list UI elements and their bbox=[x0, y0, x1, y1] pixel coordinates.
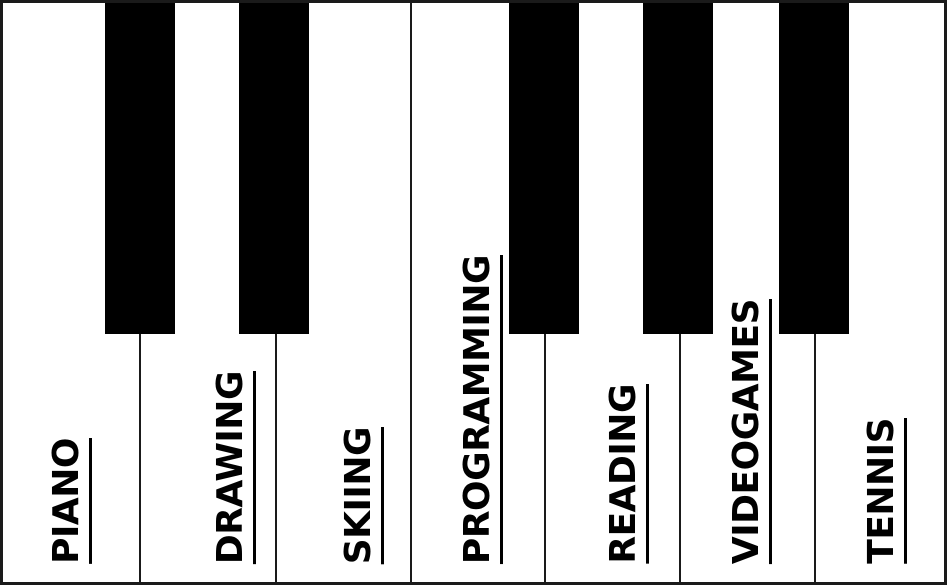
key-label-skiing: SKIING bbox=[338, 426, 379, 564]
key-label-programming: PROGRAMMING bbox=[457, 254, 498, 564]
black-key-5 bbox=[779, 3, 849, 334]
black-key-1 bbox=[105, 3, 175, 334]
black-key-2 bbox=[239, 3, 309, 334]
key-label-tennis: TENNIS bbox=[861, 418, 902, 564]
key-label-piano: PIANO bbox=[46, 438, 87, 564]
black-key-3 bbox=[509, 3, 579, 334]
key-label-videogames: VIDEOGAMES bbox=[726, 298, 767, 564]
black-key-4 bbox=[643, 3, 713, 334]
key-label-reading: READING bbox=[603, 384, 644, 564]
key-label-drawing: DRAWING bbox=[210, 370, 251, 564]
